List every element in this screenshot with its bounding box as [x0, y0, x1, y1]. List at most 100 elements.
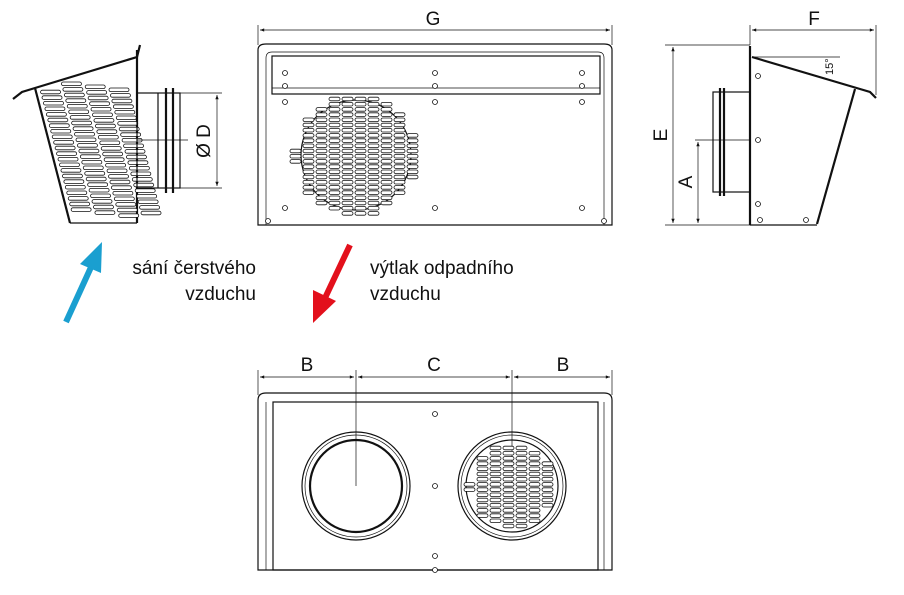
- louver-slot: [100, 146, 122, 151]
- louver-slot: [137, 199, 159, 204]
- grille-slot: [393, 174, 406, 180]
- grille-slot: [328, 122, 341, 128]
- louver-slot: [112, 190, 134, 196]
- grille-slot: [328, 195, 341, 200]
- grille-slot: [489, 518, 502, 523]
- louver-slot: [114, 110, 136, 115]
- grille-slot: [367, 138, 380, 143]
- grille-slot: [406, 143, 419, 148]
- grille-slot: [515, 461, 528, 466]
- grille-slot: [393, 143, 406, 148]
- grille-slot: [541, 497, 554, 503]
- grille-slot: [328, 159, 341, 164]
- louver-slot: [40, 89, 61, 95]
- grille-slot: [354, 122, 367, 128]
- grille-slot: [302, 127, 315, 133]
- grille-slot: [315, 179, 328, 185]
- dimension-e-label: E: [651, 129, 672, 142]
- screw: [432, 83, 438, 89]
- grille-slot: [302, 179, 315, 185]
- grille-slot: [328, 127, 341, 133]
- louver-slot: [115, 202, 137, 207]
- screw: [601, 218, 607, 224]
- grille-slot: [489, 487, 502, 492]
- grille-slot: [341, 179, 354, 185]
- screw: [282, 205, 288, 211]
- grille-slot: [393, 133, 406, 138]
- exhaust-grille: [463, 445, 554, 529]
- louver-slot: [90, 107, 112, 112]
- grille-slot: [515, 471, 528, 477]
- screw: [432, 70, 438, 76]
- louver-slot: [131, 177, 153, 182]
- grille-slot: [367, 143, 380, 148]
- louver-slot: [108, 87, 130, 92]
- exhaust-arrow: [313, 243, 353, 323]
- grille-slot: [380, 102, 393, 107]
- screw: [282, 70, 288, 76]
- grille-slot: [528, 466, 541, 471]
- grille-slot: [354, 102, 367, 107]
- louver-slot: [136, 193, 158, 199]
- grille-slot: [489, 461, 502, 466]
- louver-slot: [96, 129, 118, 134]
- grille-slot: [406, 174, 419, 180]
- grille-slot: [341, 169, 354, 174]
- screw: [579, 70, 585, 76]
- grille-slot: [367, 200, 380, 206]
- louver-slot: [71, 120, 93, 126]
- intake-label-line1: sání čerstvého: [132, 258, 256, 279]
- grille-slot: [515, 502, 528, 508]
- grille-slot: [315, 190, 328, 195]
- grille-slot: [328, 138, 341, 143]
- grille-slot: [367, 179, 380, 185]
- grille-slot: [328, 133, 341, 138]
- grille-slot: [302, 153, 315, 159]
- grille-slot: [315, 164, 328, 169]
- louver-slot: [51, 134, 73, 139]
- dimension-f-label: F: [808, 9, 820, 30]
- grille-slot: [289, 148, 302, 154]
- grille-slot: [476, 513, 489, 518]
- grille-slot: [502, 502, 515, 508]
- louver-slot: [78, 148, 100, 154]
- louver-slot: [66, 190, 88, 195]
- grille-slot: [354, 179, 367, 185]
- louver-slot: [45, 112, 67, 117]
- grille-slot: [380, 122, 393, 128]
- grille-slot: [315, 133, 328, 138]
- louver-slot: [48, 123, 70, 128]
- grille-slot: [315, 185, 328, 190]
- louver-slot: [65, 98, 87, 103]
- grille-slot: [302, 148, 315, 154]
- grille-slot: [315, 122, 328, 128]
- grille-slot: [328, 96, 341, 102]
- grille-slot: [476, 482, 489, 487]
- grille-slot: [367, 185, 380, 190]
- grille-slot: [354, 185, 367, 190]
- grille-slot: [315, 143, 328, 148]
- grille-slot: [380, 169, 393, 174]
- grille-slot: [341, 102, 354, 107]
- grille-slot: [315, 107, 328, 112]
- louver-slot: [108, 174, 129, 179]
- grille-slot: [541, 492, 554, 497]
- louver-slot: [93, 118, 115, 123]
- grille-slot: [528, 518, 541, 523]
- louver-slot: [68, 109, 90, 114]
- louver-slot: [116, 207, 138, 213]
- grille-slot: [354, 159, 367, 164]
- louver-slot: [93, 204, 114, 210]
- grille-slot: [328, 200, 341, 206]
- louver-slot: [91, 199, 113, 204]
- dimension-b-left-label: B: [301, 355, 314, 376]
- grille-slot: [341, 211, 354, 216]
- louver-slot: [59, 162, 80, 167]
- louver-grille: [40, 81, 162, 218]
- grille-slot: [367, 159, 380, 164]
- grille-slot: [502, 513, 515, 518]
- grille-slot: [406, 133, 419, 138]
- grille-slot: [528, 471, 541, 477]
- grille-slot: [328, 102, 341, 107]
- screw: [265, 218, 271, 224]
